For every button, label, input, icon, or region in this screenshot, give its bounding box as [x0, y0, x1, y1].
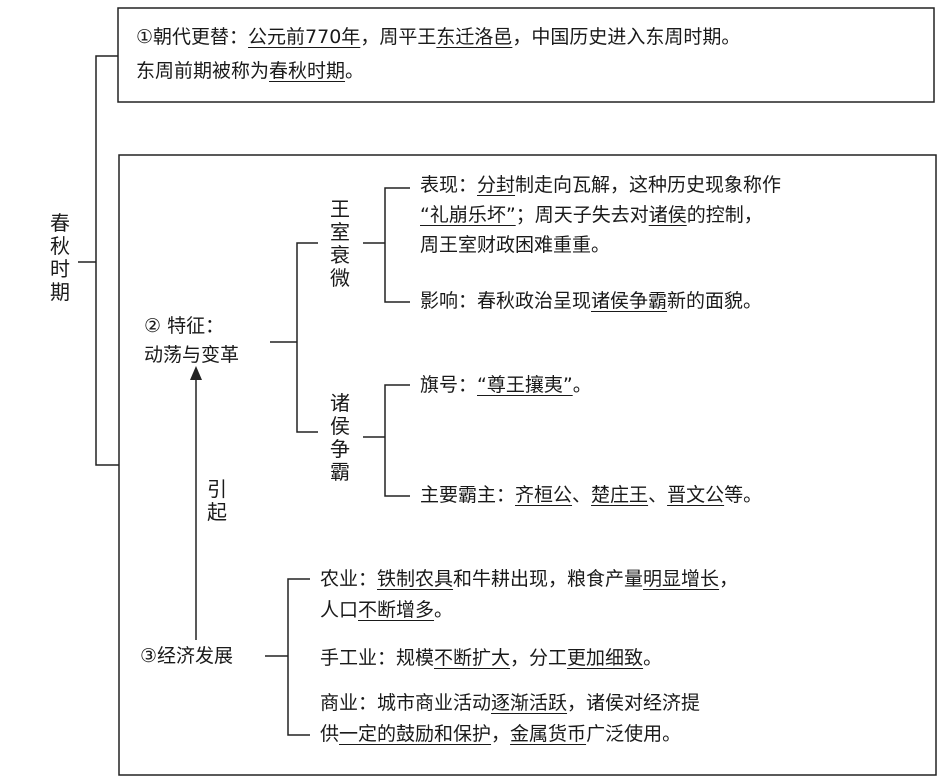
hegemony-label: 诸侯争霸: [330, 391, 350, 484]
cause-arrowhead: [190, 366, 202, 380]
economy-title: ③经济发展: [140, 645, 234, 667]
box1-line2: 东周前期被称为春秋时期。: [136, 60, 365, 82]
economy-commerce-line1: 商业：城市商业活动逐渐活跃，诸侯对经济提: [320, 692, 701, 714]
root-bracket: [95, 55, 119, 466]
economy-agriculture-line2: 人口不断增多。: [320, 599, 454, 621]
decline-expression-line1: 表现：分封制走向瓦解，这种历史现象称作: [420, 174, 782, 196]
economy-agriculture-line1: 农业：铁制农具和牛耕出现，粮食产量明显增长，: [320, 568, 739, 590]
decline-label: 王室衰微: [330, 197, 350, 290]
hegemony-slogan: 旗号：“尊王攘夷”。: [420, 374, 592, 396]
economy-commerce-line2: 供一定的鼓励和保护，金属货币广泛使用。: [320, 723, 682, 745]
box-dynasty-change: [117, 7, 935, 103]
hegemony-bracket: [384, 384, 410, 497]
feature-title: ② 特征：: [144, 315, 225, 337]
root-label: 春秋时期: [50, 211, 70, 304]
economy-handicraft: 手工业：规模不断扩大，分工更加细致。: [320, 647, 663, 669]
feature-subtitle: 动荡与变革: [144, 344, 240, 366]
cause-label: 引起: [207, 477, 227, 524]
box1-line1: ①朝代更替：公元前770年，周平王东迁洛邑，中国历史进入东周时期。: [136, 26, 741, 48]
feature-bracket: [296, 242, 318, 433]
decline-impact: 影响：春秋政治呈现诸侯争霸新的面貌。: [420, 290, 763, 312]
decline-bracket: [384, 187, 410, 303]
economy-bracket: [287, 578, 310, 736]
hegemony-lords: 主要霸主：齐桓公、楚庄王、晋文公等。: [420, 484, 763, 506]
decline-expression-line2: “礼崩乐坏”；周天子失去对诸侯的控制，: [420, 204, 763, 226]
decline-expression-line3: 周王室财政困难重重。: [420, 234, 611, 256]
